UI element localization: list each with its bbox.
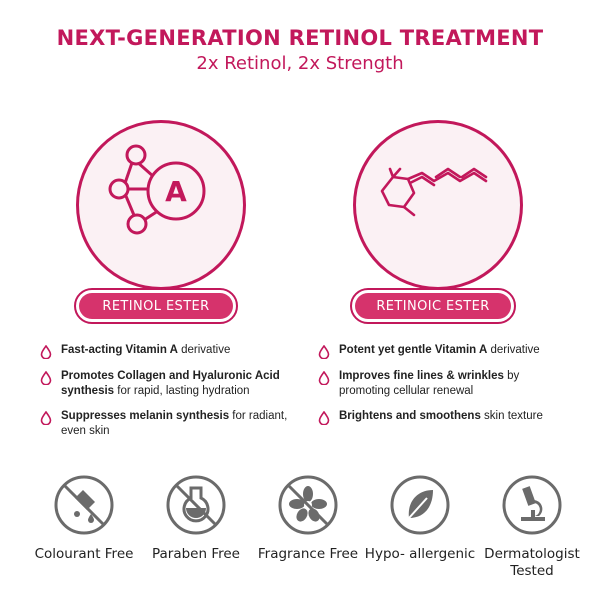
molecule-letter: A (165, 175, 187, 208)
feature-hypoallergenic: Hypo- allergenic (364, 474, 476, 580)
microscope-icon (502, 475, 562, 535)
drop-bullet-icon (40, 411, 52, 425)
retinol-ester-label: RETINOL ESTER (79, 293, 233, 319)
retinoic-ester-label: RETINOIC ESTER (355, 293, 511, 319)
feature-badges: Colourant Free Paraben Free Fragrance Fr… (28, 474, 588, 580)
drop-bullet-icon (318, 411, 330, 425)
retinol-benefits-list: Fast-acting Vitamin A derivative Promote… (40, 343, 300, 449)
feature-label: Colourant Free (34, 546, 134, 562)
retinoic-ester-badge: RETINOIC ESTER (350, 288, 516, 324)
vitamin-a-molecule-icon: A (108, 144, 206, 235)
retinoic-acid-structure-icon (380, 167, 488, 217)
hypoallergenic-leaf-icon (390, 475, 450, 535)
feature-label: Fragrance Free (257, 546, 359, 562)
feature-label: Paraben Free (151, 546, 240, 562)
retinoic-benefits-list: Potent yet gentle Vitamin A derivative I… (318, 343, 568, 435)
bullet-text: Fast-acting Vitamin A derivative (61, 344, 231, 356)
drop-bullet-icon (40, 345, 52, 359)
page-title: NEXT-GENERATION RETINOL TREATMENT (56, 26, 544, 50)
feature-fragrance-free: Fragrance Free (252, 474, 364, 580)
feature-paraben-free: Paraben Free (140, 474, 252, 580)
feature-colourant-free: Colourant Free (28, 474, 140, 580)
list-item: Fast-acting Vitamin A derivative (40, 343, 300, 359)
list-item: Brightens and smoothens skin texture (318, 409, 568, 425)
bullet-text: Brightens and smoothens skin texture (339, 410, 543, 422)
feature-label: Hypo- allergenic (364, 546, 476, 562)
retinol-ester-badge: RETINOL ESTER (74, 288, 238, 324)
retinoic-ester-circle (353, 120, 523, 290)
bullet-text: Potent yet gentle Vitamin A derivative (339, 344, 540, 356)
list-item: Promotes Collagen and Hyaluronic Acid sy… (40, 369, 300, 399)
bullet-text: Suppresses melanin synthesis for radiant… (61, 410, 288, 437)
list-item: Suppresses melanin synthesis for radiant… (40, 409, 300, 439)
drop-bullet-icon (40, 371, 52, 385)
drop-bullet-icon (318, 345, 330, 359)
list-item: Potent yet gentle Vitamin A derivative (318, 343, 568, 359)
feature-label: Dermatologist Tested (484, 546, 580, 579)
no-fragrance-icon (278, 475, 338, 535)
bullet-text: Improves fine lines & wrinkles by promot… (339, 370, 520, 397)
list-item: Improves fine lines & wrinkles by promot… (318, 369, 568, 399)
drop-bullet-icon (318, 371, 330, 385)
retinol-ester-circle: A (76, 120, 246, 290)
no-paraben-icon (166, 475, 226, 535)
bullet-text: Promotes Collagen and Hyaluronic Acid sy… (61, 370, 280, 397)
feature-dermatologist-tested: Dermatologist Tested (476, 474, 588, 580)
no-colourant-icon (54, 475, 114, 535)
page-subtitle: 2x Retinol, 2x Strength (196, 53, 404, 74)
